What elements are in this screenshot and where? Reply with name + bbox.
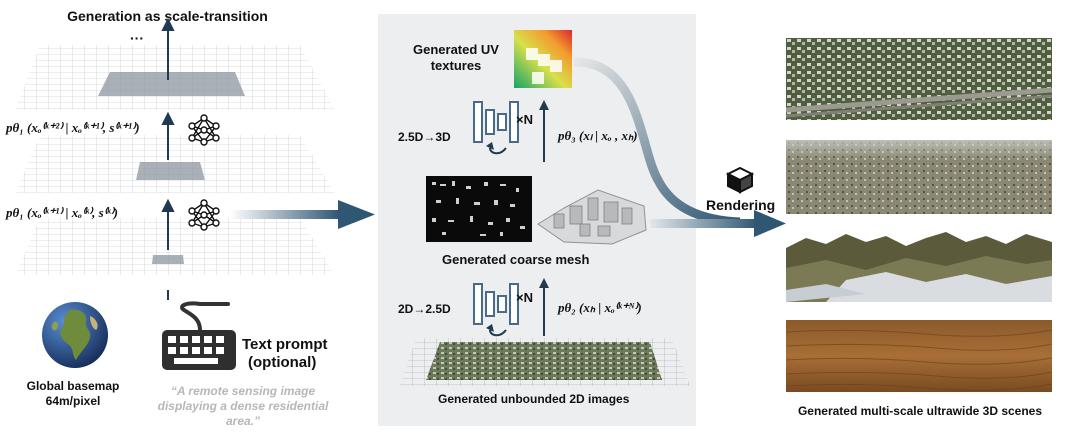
basemap-line-2: 64m/pixel [45,394,101,408]
coarse-mesh-label: Generated coarse mesh [442,252,590,267]
formula-scale-step-2: pθ₁ (xₒ⁽ᵏ⁺²⁾ | xₒ⁽ᵏ⁺¹⁾, s⁽ᵏ⁺¹⁾) [6,120,140,135]
grid-highlight-top [98,72,245,96]
grid-plane-bottom [15,218,335,275]
globe-icon [42,302,108,368]
scene-mountain-image [786,230,1052,302]
repeat-n-bottom: ×N [516,290,533,305]
basemap-line-1: Global basemap [26,379,120,393]
prompt-example: “A remote sensing image displaying a den… [157,384,329,428]
unet-icon [473,101,519,155]
flow-arrow-to-scenes [650,210,786,237]
texture-flow-curve [573,57,741,227]
height-map-image [426,176,532,242]
scenes-caption: Generated multi-scale ultrawide 3D scene… [797,404,1043,418]
up-arrow-texture [539,100,549,162]
formula-scale-step-1: pθ₁ (xₒ⁽ᵏ⁺¹⁾ | xₒ⁽ᵏ⁾, s⁽ᵏ⁾) [6,205,118,220]
network-icon [188,199,220,231]
network-icon [188,114,220,146]
scene-suburb-image [786,140,1052,214]
ellipsis: ··· [130,30,144,46]
unbounded-images-label: Generated unbounded 2D images [438,392,630,406]
rendering-label: Rendering [706,197,776,213]
left-title: Generation as scale-transition [67,8,268,24]
unbounded-2d-image [400,338,690,386]
grid-highlight-bottom [152,255,184,264]
scene-desert-image [786,320,1052,392]
grid-highlight-middle [136,162,205,180]
flow-arrow-left-to-middle [230,200,375,229]
up-arrow-height [539,278,549,336]
step-2-5d-to-3d: 2.5D→3D [398,130,451,144]
scene-city-image [786,38,1052,120]
formula-height: pθ₂ (xₕ | xₒ⁽ᵏ⁺ᴺ⁾) [558,300,642,315]
uv-textures-line-2: textures [430,58,482,73]
uv-texture-image [514,30,572,88]
cube-icon [726,166,754,194]
step-2d-to-2-5d: 2D→2.5D [398,302,451,316]
text-prompt-line-1: Text prompt [242,336,328,353]
uv-textures-line-1: Generated UV [413,42,499,57]
unet-icon [473,283,519,337]
basemap-caption: Global basemap 64m/pixel [8,379,138,409]
repeat-n-top: ×N [516,112,533,127]
text-prompt-line-2: (optional) [248,354,317,371]
uv-textures-label: Generated UV textures [406,42,506,74]
coarse-mesh-image [537,189,647,245]
formula-texture: pθ₃ (xₗ | xₒ , xₕ) [558,128,638,143]
scale-grids [15,17,375,300]
keyboard-icon [162,301,236,370]
text-prompt-label: Text prompt (optional) [242,336,328,372]
